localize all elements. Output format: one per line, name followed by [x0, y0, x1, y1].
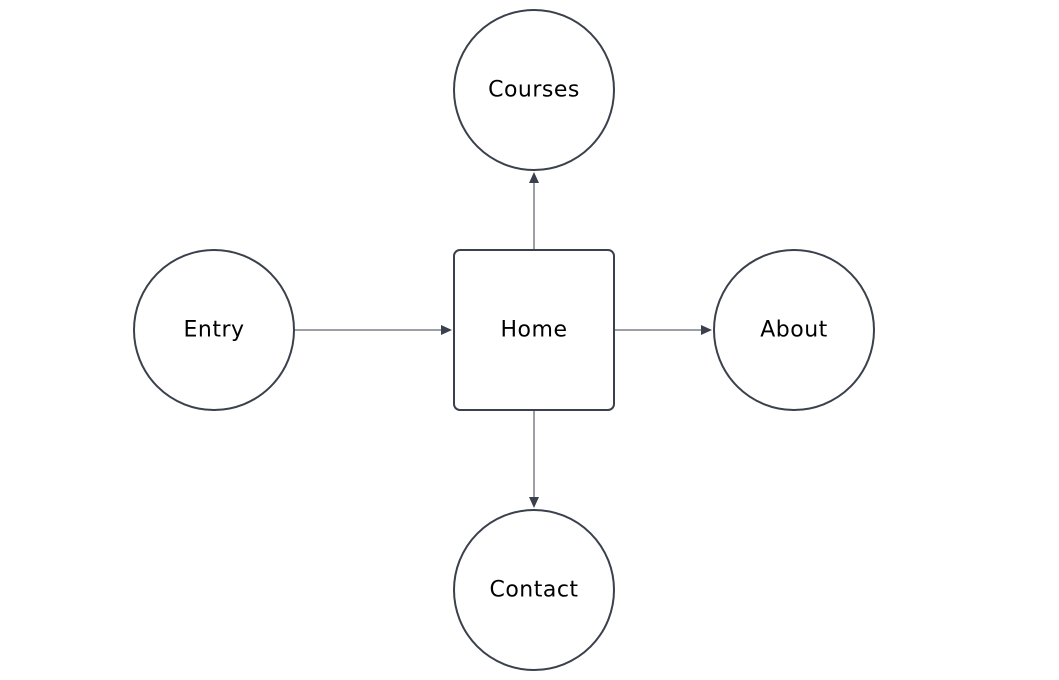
node-home[interactable]: Home [453, 249, 615, 411]
node-about-shape [713, 249, 875, 411]
node-about[interactable]: About [713, 249, 875, 411]
node-home-shape [453, 249, 615, 411]
node-entry-shape [133, 249, 295, 411]
node-contact-label: Contact [489, 578, 578, 603]
node-courses-shape [453, 9, 615, 171]
node-entry-label: Entry [183, 318, 244, 343]
node-courses-label: Courses [488, 78, 580, 103]
node-courses[interactable]: Courses [453, 9, 615, 171]
node-about-label: About [760, 318, 828, 343]
node-home-label: Home [501, 318, 568, 343]
node-entry[interactable]: Entry [133, 249, 295, 411]
node-contact[interactable]: Contact [453, 509, 615, 671]
node-contact-shape [453, 509, 615, 671]
